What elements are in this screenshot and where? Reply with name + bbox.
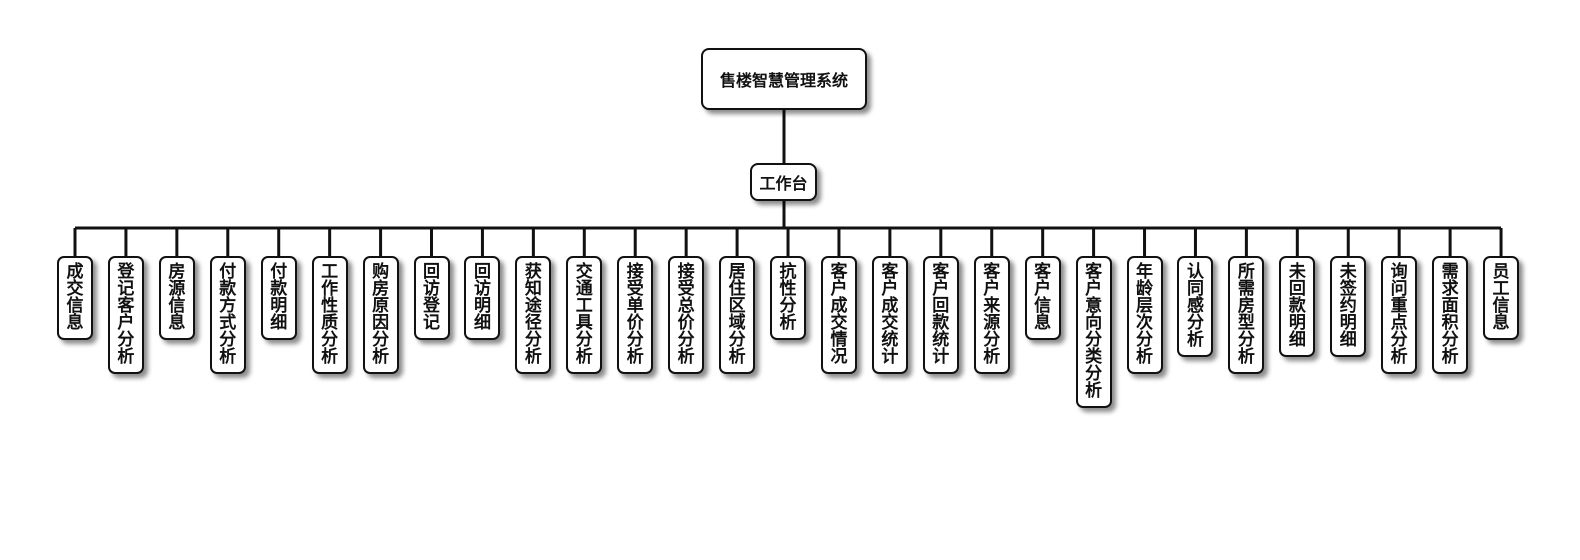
leaf-node: 客户成交统计: [871, 256, 908, 374]
leaf-node-label: 客户来源分析: [983, 262, 1001, 367]
leaf-node-label: 认同感分析: [1186, 262, 1204, 350]
leaf-node: 交通工具分析: [566, 256, 603, 374]
leaf-node: 客户意向分类分析: [1075, 256, 1112, 408]
leaf-node: 付款方式分析: [209, 256, 246, 374]
leaf-node-label: 接受总价分析: [677, 262, 695, 367]
leaf-node-label: 年龄层次分析: [1136, 262, 1154, 367]
leaf-node-label: 回访明细: [473, 262, 491, 333]
leaf-node-label: 登记客户分析: [117, 262, 135, 367]
leaf-node: 回访明细: [464, 256, 501, 340]
leaf-node-label: 员工信息: [1492, 262, 1510, 333]
leaf-node: 工作性质分析: [311, 256, 348, 374]
leaf-node: 客户成交情况: [820, 256, 857, 374]
leaf-node: 回访登记: [413, 256, 450, 340]
leaf-node: 客户信息: [1024, 256, 1061, 340]
leaf-node: 居住区域分析: [719, 256, 756, 374]
leaf-node: 接受单价分析: [617, 256, 654, 374]
leaf-node-label: 客户成交统计: [881, 262, 899, 367]
leaf-node-label: 成交信息: [66, 262, 84, 333]
leaf-node-label: 需求面积分析: [1441, 262, 1459, 367]
hub-node-label: 工作台: [759, 174, 808, 193]
leaf-node: 年龄层次分析: [1126, 256, 1163, 374]
leaf-node-label: 回访登记: [423, 262, 440, 333]
leaf-node: 接受总价分析: [668, 256, 705, 374]
leaf-node-label: 询问重点分析: [1390, 262, 1408, 367]
leaf-node: 未回款明细: [1279, 256, 1316, 357]
leaf-node-label: 客户信息: [1034, 262, 1052, 333]
leaf-node: 登记客户分析: [107, 256, 144, 374]
leaf-node: 抗性分析: [770, 256, 807, 340]
leaf-node: 客户回款统计: [922, 256, 959, 374]
leaf-node-label: 居住区域分析: [728, 262, 746, 367]
leaf-node-label: 客户成交情况: [830, 262, 848, 367]
leaf-node: 员工信息: [1483, 256, 1520, 340]
leaf-node-label: 所需房型分析: [1237, 262, 1255, 367]
leaf-node-label: 工作性质分析: [321, 262, 339, 367]
leaf-node: 认同感分析: [1177, 256, 1214, 357]
hub-node: 工作台: [750, 163, 817, 201]
leaf-node-label: 接受单价分析: [626, 262, 644, 367]
leaf-node: 付款明细: [260, 256, 297, 340]
root-node: 售楼智慧管理系统: [701, 48, 867, 110]
leaf-node: 未签约明细: [1330, 256, 1367, 357]
leaf-node-label: 客户回款统计: [932, 262, 950, 367]
leaf-node-label: 交通工具分析: [575, 262, 593, 367]
leaf-node: 所需房型分析: [1228, 256, 1265, 374]
leaf-node-label: 房源信息: [168, 262, 186, 333]
leaf-node-label: 客户意向分类分析: [1085, 262, 1103, 401]
leaf-node: 询问重点分析: [1381, 256, 1418, 374]
leaf-node-label: 付款明细: [270, 262, 288, 333]
branch-lines: [73, 226, 1503, 256]
leaf-node-label: 付款方式分析: [219, 262, 237, 367]
leaf-node: 获知途径分析: [515, 256, 552, 374]
leaf-node: 购房原因分析: [362, 256, 399, 374]
leaf-node-label: 获知途径分析: [524, 262, 542, 367]
root-node-label: 售楼智慧管理系统: [719, 71, 848, 90]
leaf-node-label: 抗性分析: [779, 262, 797, 333]
leaf-node-label: 未回款明细: [1288, 262, 1306, 350]
leaf-node-label: 购房原因分析: [372, 262, 390, 367]
leaf-node-label: 未签约明细: [1339, 262, 1357, 350]
leaf-node: 成交信息: [57, 256, 93, 340]
leaf-node: 客户来源分析: [973, 256, 1010, 374]
leaf-node: 房源信息: [158, 256, 195, 340]
leaf-node: 需求面积分析: [1432, 256, 1469, 374]
